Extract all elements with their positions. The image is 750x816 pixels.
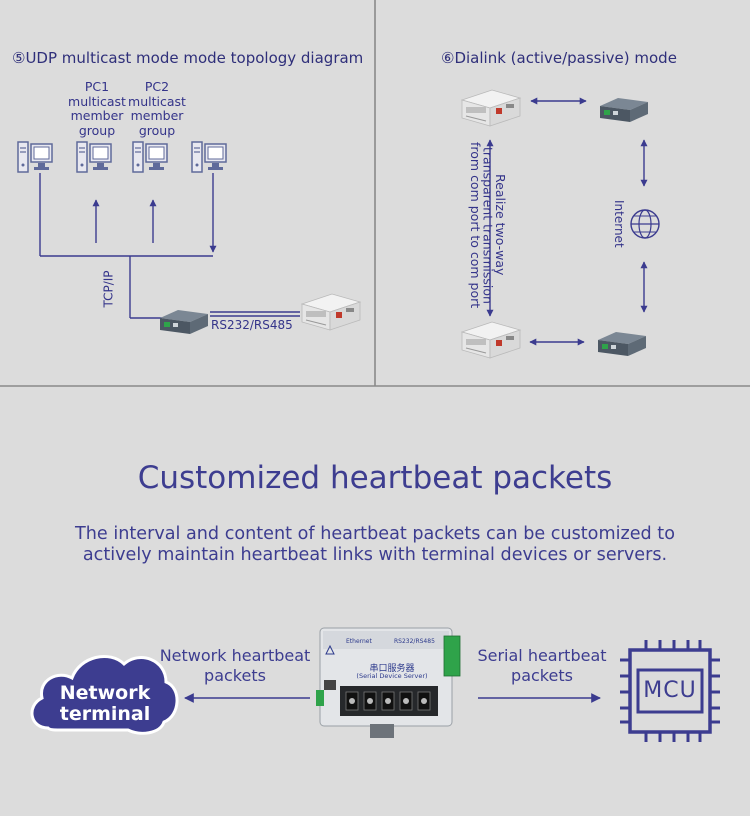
- device-green-connector: [443, 635, 461, 677]
- mcu-chip-inner: [636, 668, 704, 714]
- terminal-screw: [367, 698, 373, 704]
- terminal-screw: [349, 698, 355, 704]
- network-heartbeat-label: Network heartbeat packets: [159, 646, 311, 685]
- terminal-screw: [421, 698, 427, 704]
- cloud-icon: [30, 655, 179, 735]
- computer-icon: [191, 141, 227, 173]
- description-line-1: The interval and content of heartbeat pa…: [75, 524, 675, 544]
- device-top-strip: [323, 631, 449, 649]
- device-rj45-port: [324, 680, 336, 690]
- internet-label: Internet: [612, 200, 626, 248]
- device-label-cn: 串口服务器: [369, 664, 415, 674]
- heartbeat-heading: Customized heartbeat packets: [137, 460, 613, 496]
- heartbeat-description: The interval and content of heartbeat pa…: [0, 524, 750, 566]
- dialink-title: ⑥Dialink (active/passive) mode: [441, 49, 677, 67]
- terminal-screw: [403, 698, 409, 704]
- terminal-screw: [385, 698, 391, 704]
- device-warning-icon: [325, 644, 335, 655]
- computer-icon: [17, 141, 53, 173]
- pc1-label: PC1 multicast member group: [68, 79, 126, 138]
- computer-icon: [132, 141, 168, 173]
- network-terminal-label: Network terminal: [59, 682, 151, 725]
- device-mount-bracket: [370, 724, 394, 738]
- device-power-connector: [316, 690, 324, 706]
- description-line-2: actively maintain heartbeat links with t…: [82, 545, 668, 565]
- serial-protocol-label: RS232/RS485: [211, 318, 293, 332]
- device-serial-port-label: RS232/RS485: [394, 638, 435, 645]
- tcpip-label: TCP/IP: [101, 270, 116, 308]
- udp-multicast-title: ⑤UDP multicast mode mode topology diagra…: [12, 49, 364, 67]
- device-label-en: (Serial Device Server): [356, 672, 428, 680]
- serial-heartbeat-label: Serial heartbeat packets: [477, 646, 607, 685]
- mcu-label: MCU: [643, 678, 697, 703]
- device-ethernet-port-label: Ethernet: [346, 638, 372, 645]
- computer-icon: [76, 141, 112, 173]
- transparent-transmission-note: Realize two-way transparent transmission…: [468, 141, 508, 309]
- pc2-label: PC2 multicast member group: [128, 79, 186, 138]
